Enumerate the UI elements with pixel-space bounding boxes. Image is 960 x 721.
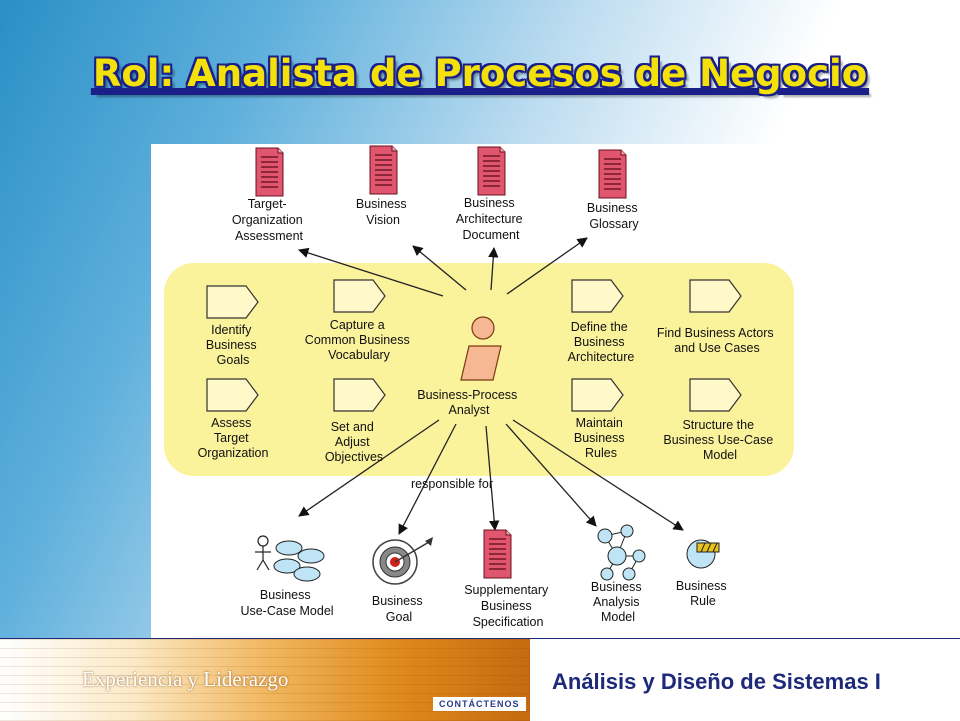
role-diagram: Target- Organization Assessment Business… <box>151 144 808 640</box>
business-analysis-model-icon <box>597 524 646 581</box>
artifact-business-goal: Business Goal <box>372 594 426 624</box>
artifact-business-use-case-model: Business Use-Case Model <box>240 588 333 618</box>
activity-icon <box>689 279 742 313</box>
target-icon <box>372 537 433 585</box>
activity-set-adjust-objectives: Set and Adjust Objectives <box>325 420 383 464</box>
artifact-business-rule: Business Rule <box>676 579 730 608</box>
business-rule-icon <box>686 539 720 569</box>
role-label: Business-Process Analyst <box>417 388 521 417</box>
banner-slogan: Experiencia y Liderazgo <box>82 667 289 691</box>
responsible-for-label: responsible for <box>411 477 493 491</box>
artifact-supplementary-business-specification: Supplementary Business Specification <box>464 583 552 629</box>
activity-icon <box>689 378 742 412</box>
document-icon <box>255 147 284 197</box>
diagram-canvas: Target- Organization Assessment Business… <box>164 145 794 629</box>
artifact-business-vision: Business Vision <box>356 197 410 227</box>
artifact-business-glossary: Business Glossary <box>587 201 641 231</box>
artifact-business-analysis-model: Business Analysis Model <box>591 580 645 624</box>
activity-define-business-architecture: Define the Business Architecture <box>568 320 635 364</box>
document-icon <box>369 145 398 195</box>
activity-find-business-actors: Find Business Actors and Use Cases <box>657 326 777 355</box>
activity-icon <box>571 378 624 412</box>
contact-button[interactable]: CONTÁCTENOS <box>433 697 526 711</box>
slide-title: Rol: Analista de Procesos de Negocio <box>92 52 868 95</box>
artifact-business-architecture-document: Business Architecture Document <box>456 196 526 242</box>
association-arrows <box>298 237 684 535</box>
business-process-analyst-icon <box>460 316 502 381</box>
footer: Experiencia y Liderazgo CONTÁCTENOS Anál… <box>0 638 960 721</box>
artifact-target-organization-assessment: Target- Organization Assessment <box>232 197 306 243</box>
activity-structure-use-case-model: Structure the Business Use-Case Model <box>663 418 776 462</box>
activity-maintain-business-rules: Maintain Business Rules <box>574 416 628 460</box>
course-title: Análisis y Diseño de Sistemas I <box>552 669 881 694</box>
business-use-case-model-icon <box>255 535 325 582</box>
activity-icon <box>571 279 624 313</box>
activity-assess-target-organization: Assess Target Organization <box>198 416 269 460</box>
activity-identify-business-goals: Identify Business Goals <box>206 323 260 367</box>
document-icon <box>483 529 512 579</box>
document-icon <box>477 146 506 196</box>
activity-capture-common-vocabulary: Capture a Common Business Vocabulary <box>305 318 413 362</box>
document-icon <box>598 149 627 199</box>
banner-image: Experiencia y Liderazgo CONTÁCTENOS <box>0 639 530 721</box>
